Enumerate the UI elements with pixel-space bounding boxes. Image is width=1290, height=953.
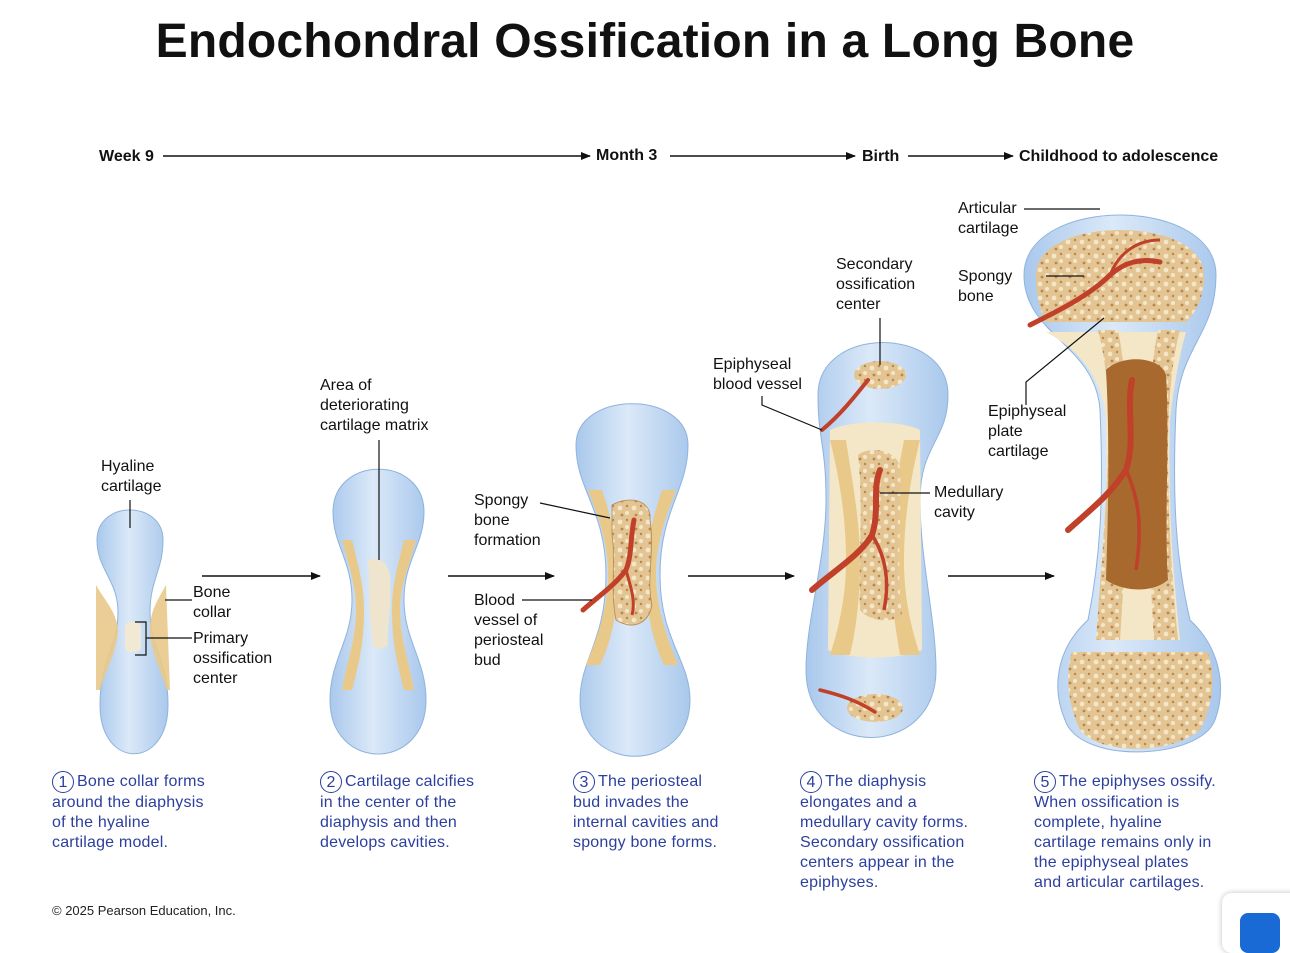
page-title: Endochondral Ossification in a Long Bone bbox=[155, 15, 1135, 68]
step-number-4: 4 bbox=[800, 771, 822, 793]
bone-stage-4 bbox=[805, 342, 949, 738]
step-number-3: 3 bbox=[573, 771, 595, 793]
step-number-1: 1 bbox=[52, 771, 74, 793]
bone-stage-1 bbox=[96, 509, 170, 755]
floating-widget-button[interactable] bbox=[1222, 893, 1290, 953]
bone-stage-2 bbox=[329, 468, 427, 755]
timeline-month3: Month 3 bbox=[596, 147, 658, 164]
step-number-5: 5 bbox=[1034, 771, 1056, 793]
step-number-2: 2 bbox=[320, 771, 342, 793]
copyright-notice: © 2025 Pearson Education, Inc. bbox=[52, 903, 236, 918]
timeline-week9: Week 9 bbox=[99, 148, 154, 165]
bone-stage-3 bbox=[575, 403, 691, 757]
timeline-childhood: Childhood to adolescence bbox=[1019, 148, 1219, 165]
timeline-birth: Birth bbox=[862, 148, 900, 165]
bone-stage-5 bbox=[1023, 214, 1221, 753]
widget-icon bbox=[1240, 913, 1280, 953]
